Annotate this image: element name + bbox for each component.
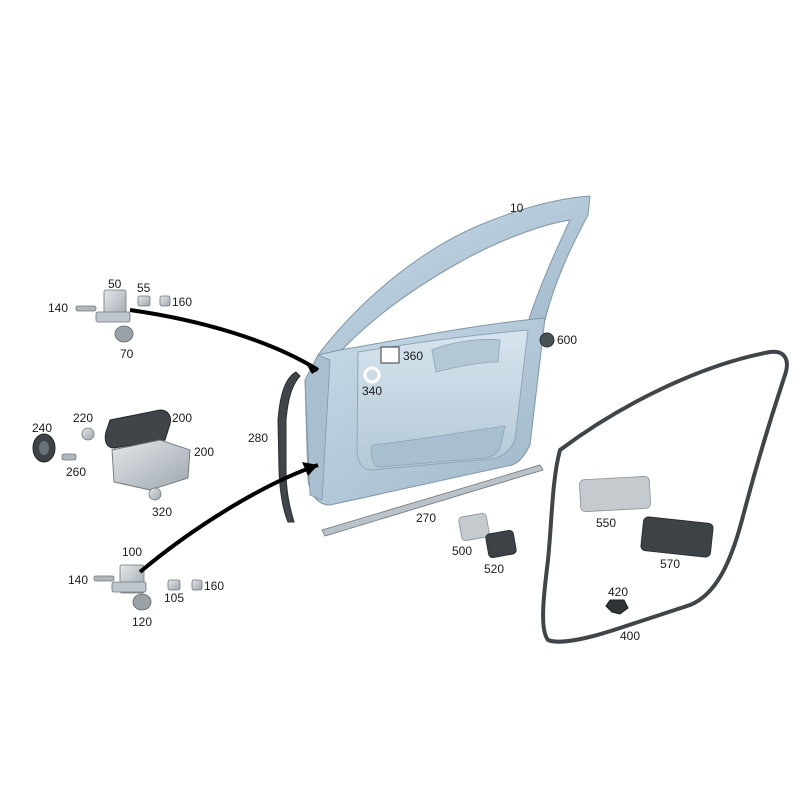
upper-hinge-group	[75, 289, 320, 374]
label-240: 240	[32, 421, 52, 435]
label-10: 10	[510, 201, 524, 215]
label-260: 260	[66, 465, 86, 479]
label-270: 270	[416, 511, 436, 525]
label-600: 600	[557, 333, 577, 347]
label-105: 105	[164, 591, 184, 605]
strip-270-icon	[321, 464, 544, 537]
label-140-lower: 140	[68, 573, 88, 587]
label-160-lower: 160	[204, 579, 224, 593]
pad-550-icon	[579, 476, 651, 512]
lower-hinge-group	[93, 462, 319, 611]
door-seal-400-icon	[541, 349, 789, 644]
clip-420-icon	[605, 599, 629, 615]
label-120: 120	[132, 615, 152, 629]
grommet-round-icon	[363, 366, 381, 384]
label-340: 340	[362, 384, 382, 398]
label-160-upper: 160	[172, 295, 192, 309]
pad-570-icon	[640, 516, 714, 558]
lock-mechanism-group	[32, 409, 191, 501]
grommet-square-icon	[380, 346, 400, 364]
label-280: 280	[248, 431, 268, 445]
label-140-upper: 140	[48, 301, 68, 315]
pad-500-icon	[458, 512, 490, 542]
label-570: 570	[660, 557, 680, 571]
plug-600-icon	[539, 332, 555, 348]
label-220: 220	[73, 411, 93, 425]
label-320: 320	[152, 505, 172, 519]
label-520: 520	[484, 562, 504, 576]
door-shell	[304, 195, 591, 506]
seal-280-icon	[277, 371, 301, 523]
label-360: 360	[403, 349, 423, 363]
label-200-motor: 200	[194, 445, 214, 459]
pad-520-icon	[485, 529, 517, 559]
label-400: 400	[620, 629, 640, 643]
label-70: 70	[120, 347, 134, 361]
label-50: 50	[108, 277, 122, 291]
label-420: 420	[608, 585, 628, 599]
label-550: 550	[596, 516, 616, 530]
label-100: 100	[122, 545, 142, 559]
label-200-housing: 200	[172, 411, 192, 425]
label-55: 55	[137, 281, 151, 295]
label-500: 500	[452, 544, 472, 558]
